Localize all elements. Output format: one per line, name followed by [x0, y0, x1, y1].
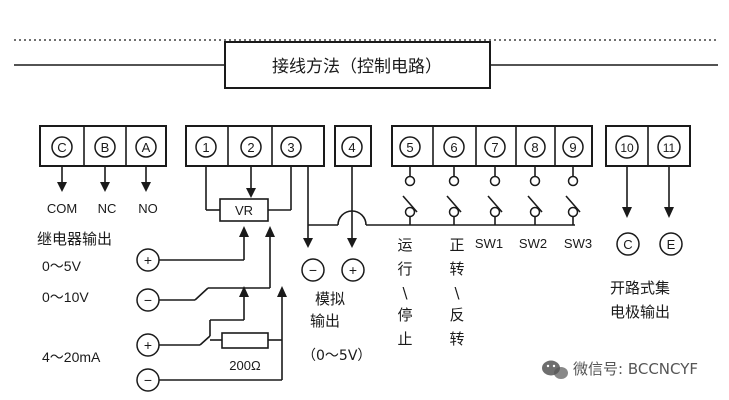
title-box — [224, 41, 491, 89]
svg-text:10: 10 — [620, 141, 634, 155]
svg-text:3: 3 — [287, 140, 294, 155]
svg-text:+: + — [349, 262, 357, 278]
sw2-label: SW2 — [519, 236, 547, 251]
analog-range: （0～5V） — [302, 348, 371, 364]
collector-output-c: C — [616, 232, 640, 256]
svg-text:+: + — [144, 337, 152, 353]
svg-text:转: 转 — [449, 260, 464, 278]
svg-text:停: 停 — [397, 306, 412, 324]
relay-arrows — [57, 166, 151, 192]
terminal-10: 10 — [615, 135, 639, 159]
relay-label-com: COM — [47, 201, 77, 216]
svg-text:止: 止 — [397, 330, 412, 348]
svg-text:行: 行 — [397, 260, 412, 278]
terminal-1: 1 — [195, 136, 217, 158]
resistor-200: 200Ω — [210, 332, 282, 373]
open-collector-arrows — [622, 166, 674, 218]
svg-text:A: A — [142, 140, 151, 155]
analog-label-2: 输出 — [310, 312, 340, 330]
svg-text:正: 正 — [449, 236, 464, 254]
diagram-title: 接线方法（控制电路） — [272, 57, 442, 77]
svg-text:11: 11 — [663, 141, 676, 155]
svg-text:微信号: BCCNCYF: 微信号: BCCNCYF — [573, 360, 698, 378]
svg-text:−: − — [309, 262, 317, 278]
analog-minus: − — [301, 238, 325, 282]
switch-fwd-rev — [446, 166, 462, 225]
terminal-4: 4 — [341, 136, 363, 158]
svg-text:1: 1 — [202, 140, 209, 155]
input-minus-current: − — [136, 286, 287, 392]
svg-text:运: 运 — [397, 236, 412, 254]
svg-text:+: + — [144, 252, 152, 268]
svg-text:9: 9 — [569, 140, 576, 155]
relay-output-caption: 继电器输出 — [37, 230, 112, 248]
emitter-output-e: E — [659, 232, 683, 256]
svg-text:5: 5 — [406, 140, 413, 155]
range-0-5v: 0～5V — [42, 258, 82, 274]
svg-text:E: E — [667, 237, 676, 252]
analog-plus: + — [341, 238, 365, 282]
wechat-icon — [542, 360, 568, 379]
svg-text:C: C — [623, 237, 632, 252]
range-4-20ma: 4～20mA — [42, 349, 101, 365]
svg-text:6: 6 — [450, 140, 457, 155]
svg-text:C: C — [57, 140, 66, 155]
input-plus-current: + — [136, 286, 249, 357]
svg-text:200Ω: 200Ω — [229, 358, 261, 373]
svg-text:转: 转 — [449, 330, 464, 348]
terminal-6: 6 — [443, 136, 465, 158]
switch-run-stop — [402, 166, 418, 225]
relay-label-nc: NC — [98, 201, 117, 216]
terminal-3: 3 — [280, 136, 302, 158]
svg-text:VR: VR — [235, 203, 253, 218]
open-collector-label-2: 电极输出 — [610, 303, 670, 321]
analog-label-1: 模拟 — [315, 290, 345, 308]
svg-text:\: \ — [454, 284, 460, 302]
svg-text:B: B — [101, 140, 110, 155]
wechat-watermark: 微信号: BCCNCYF — [542, 360, 698, 379]
relay-terminal-a: A — [135, 136, 157, 158]
input-plus-voltage: + — [136, 226, 249, 272]
svg-text:−: − — [144, 372, 152, 388]
svg-text:2: 2 — [247, 140, 254, 155]
switch-sw3 — [565, 166, 581, 225]
terminal-11: 11 — [657, 135, 681, 159]
terminal-5: 5 — [399, 136, 421, 158]
range-0-10v: 0～10V — [42, 289, 89, 305]
sw1-label: SW1 — [475, 236, 503, 251]
relay-terminal-c: C — [51, 136, 73, 158]
terminal-8: 8 — [524, 136, 546, 158]
common-wire — [307, 166, 575, 240]
svg-text:−: − — [144, 292, 152, 308]
vr-potentiometer: VR — [205, 166, 292, 222]
svg-text:8: 8 — [531, 140, 538, 155]
fwd-rev-label: 正 转 \ 反 转 — [449, 236, 464, 348]
run-stop-label: 运 行 \ 停 止 — [397, 236, 412, 348]
terminal-2: 2 — [240, 136, 262, 158]
svg-text:7: 7 — [491, 140, 498, 155]
input-minus-voltage: − — [136, 226, 275, 312]
sw3-label: SW3 — [564, 236, 592, 251]
switch-sw2 — [527, 166, 543, 225]
open-collector-label-1: 开路式集 — [610, 279, 670, 297]
terminal-7: 7 — [484, 136, 506, 158]
relay-terminal-b: B — [94, 136, 116, 158]
relay-label-no: NO — [138, 201, 158, 216]
svg-text:4: 4 — [348, 140, 355, 155]
svg-text:\: \ — [402, 284, 408, 302]
svg-text:反: 反 — [449, 306, 464, 324]
terminal-9: 9 — [562, 136, 584, 158]
switch-sw1 — [487, 166, 503, 225]
